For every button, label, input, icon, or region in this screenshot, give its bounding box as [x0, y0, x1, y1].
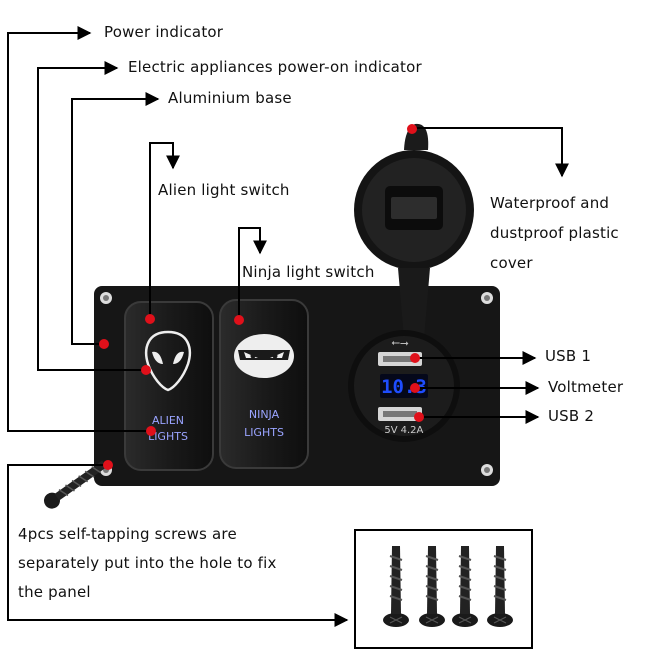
waterproof-cover — [354, 123, 474, 338]
rating-voltage: 5V — [384, 425, 397, 436]
screw-icon — [419, 546, 445, 627]
screws-line-2: separately put into the hole to fix — [18, 554, 277, 572]
screws-box — [354, 529, 533, 649]
cover-line-1: Waterproof and — [490, 194, 610, 212]
indicator-dot — [141, 365, 151, 375]
callout-usb2: USB 2 — [548, 407, 595, 425]
rating-current: 4.2A — [401, 425, 424, 436]
usb-socket: ⭠⭢ 10.3 5V 4.2A — [348, 330, 460, 442]
cover-line-3: cover — [490, 254, 533, 272]
screws-line-3: the panel — [18, 583, 91, 601]
callout-ninja-switch: Ninja light switch — [242, 263, 375, 281]
indicator-dot — [410, 353, 420, 363]
ninja-switch-label-1: NINJA — [249, 408, 280, 421]
callout-waterproof-cover: Waterproof and dustproof plastic cover — [490, 188, 619, 278]
indicator-dot — [99, 339, 109, 349]
callout-alien-switch: Alien light switch — [158, 181, 290, 199]
ninja-face-icon — [234, 334, 294, 378]
alien-switch-label-2: LIGHTS — [148, 430, 188, 443]
screw-icon — [452, 546, 478, 627]
leader-lines — [7, 26, 569, 627]
screw-icon — [487, 546, 513, 627]
indicator-dot — [145, 314, 155, 324]
alien-light-switch: ALIEN LIGHTS — [124, 301, 214, 471]
callout-voltmeter: Voltmeter — [548, 378, 624, 396]
screw-icon — [383, 546, 409, 627]
indicator-dot — [410, 383, 420, 393]
callout-screws: 4pcs self-tapping screws are separately … — [18, 520, 277, 607]
cover-line-2: dustproof plastic — [490, 224, 619, 242]
indicator-dot — [146, 426, 156, 436]
indicator-dots — [99, 124, 424, 470]
screws-line-1: 4pcs self-tapping screws are — [18, 525, 237, 543]
usb-symbol-icon: ⭠⭢ — [391, 336, 409, 349]
screw-icon — [43, 460, 107, 509]
callout-power-indicator: Power indicator — [104, 23, 224, 41]
callout-usb1: USB 1 — [545, 347, 592, 365]
indicator-dot — [414, 412, 424, 422]
indicator-dot — [407, 124, 417, 134]
indicator-dot — [103, 460, 113, 470]
ninja-light-switch: NINJA LIGHTS — [219, 299, 309, 469]
alien-face-icon — [144, 330, 192, 392]
callout-aluminium-base: Aluminium base — [168, 89, 292, 107]
alien-switch-label-1: ALIEN — [152, 414, 184, 427]
indicator-dot — [234, 315, 244, 325]
callout-appliance-indicator: Electric appliances power-on indicator — [128, 58, 422, 76]
ninja-switch-label-2: LIGHTS — [244, 426, 284, 439]
